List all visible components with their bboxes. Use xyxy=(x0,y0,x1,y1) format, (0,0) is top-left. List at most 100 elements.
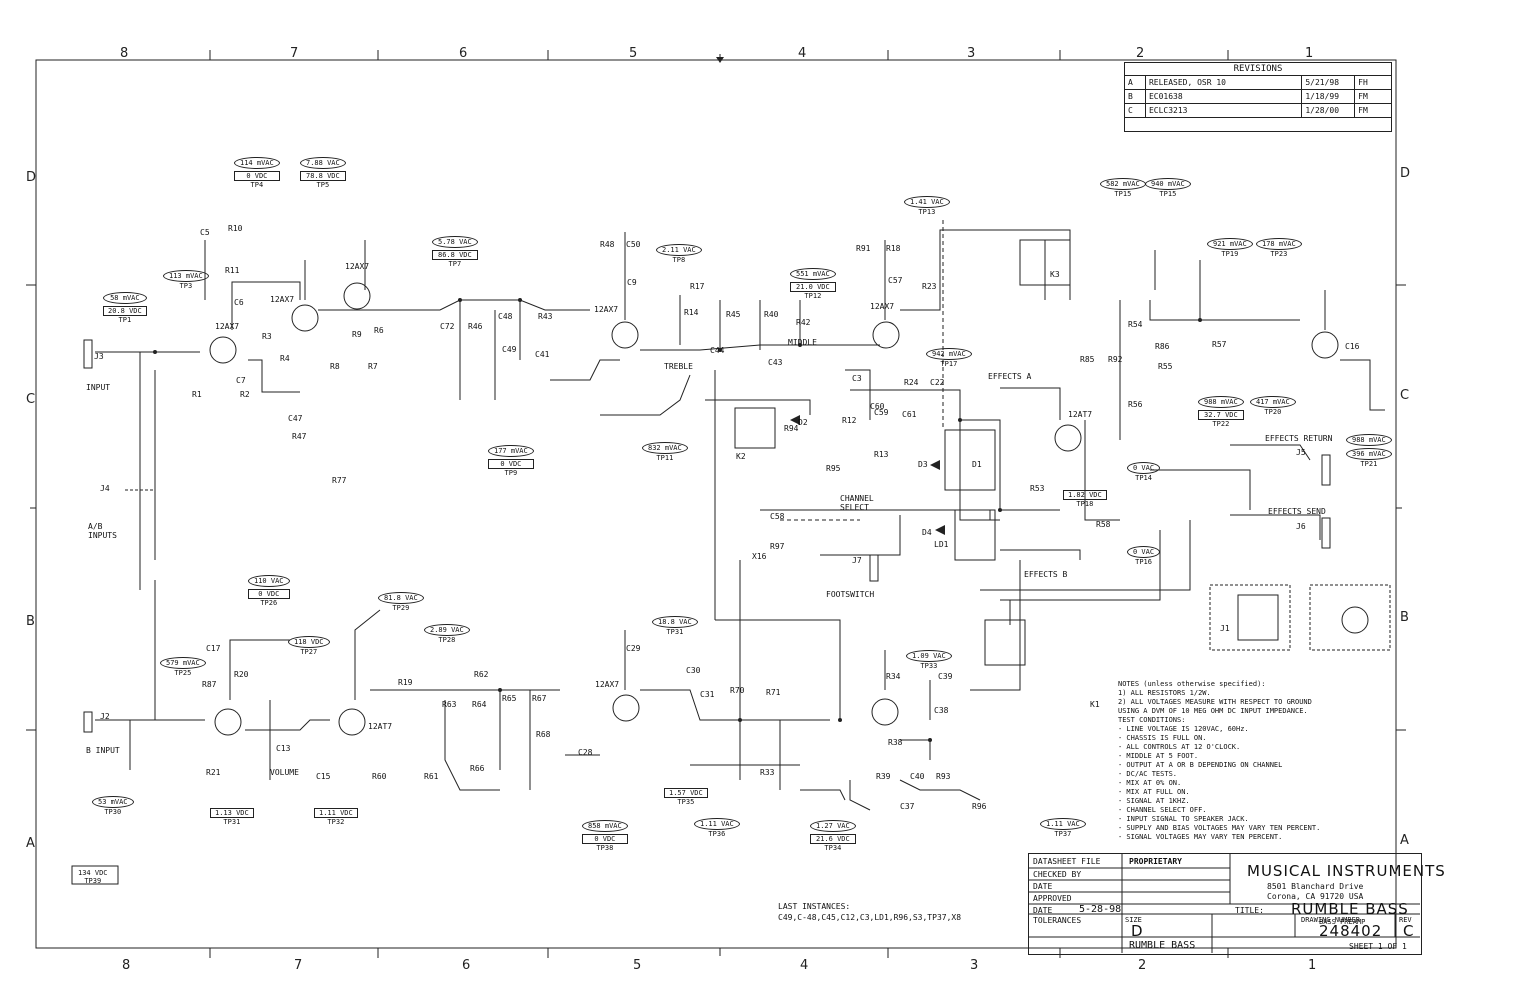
relay-k2 xyxy=(1019,239,1071,286)
component-label: J3 xyxy=(94,352,104,361)
zone-left-a: A xyxy=(26,836,35,851)
note-line: - CHASSIS IS FULL ON. xyxy=(1118,734,1207,742)
revision-desc: RELEASED, OSR 10 xyxy=(1146,76,1303,89)
revision-date: 1/28/00 xyxy=(1302,104,1356,117)
tp-ac: 118 VDC xyxy=(288,636,330,648)
tp-id: TP37 xyxy=(1054,830,1072,838)
tp-ac: 988 mVAC xyxy=(1346,434,1392,446)
zone-top-7: 7 xyxy=(290,46,299,61)
note-line: - ALL CONTROLS AT 12 O'CLOCK. xyxy=(1118,743,1241,751)
tube-v4 xyxy=(872,321,900,349)
tp-ac: 551 mVAC xyxy=(790,268,836,280)
component-label: C38 xyxy=(934,706,949,715)
zone-bottom-1: 1 xyxy=(1308,958,1317,973)
zone-left-d: D xyxy=(26,170,37,185)
tube-label: 12AT7 xyxy=(1068,410,1093,419)
tube-x xyxy=(1341,606,1369,634)
component-label: R53 xyxy=(1030,484,1045,493)
revisions-table: REVISIONS A RELEASED, OSR 10 5/21/98 FH … xyxy=(1124,62,1392,132)
component-label: R6 xyxy=(374,326,384,335)
treble-label: TREBLE xyxy=(664,362,693,371)
revision-date: 1/18/99 xyxy=(1302,90,1356,103)
component-label: R45 xyxy=(726,310,741,319)
note-line: - SUPPLY AND BIAS VOLTAGES MAY VARY TEN … xyxy=(1118,824,1321,832)
relay-k4 xyxy=(954,509,996,561)
component-label: R42 xyxy=(796,318,811,327)
tp-dc: 20.8 VDC xyxy=(103,306,147,316)
tp-ac: 81.8 VAC xyxy=(378,592,424,604)
note-line: - MIX AT FULL ON. xyxy=(1118,788,1190,796)
tp-dc: 0 VDC xyxy=(234,171,280,181)
component-label: J4 xyxy=(100,484,110,493)
tp-id: TP1 xyxy=(118,316,132,324)
component-label: R62 xyxy=(474,670,489,679)
component-label: C7 xyxy=(236,376,246,385)
tp-ac: 1.11 VAC xyxy=(1040,818,1086,830)
tp-id: TP18 xyxy=(1076,500,1094,508)
component-label: C9 xyxy=(627,278,637,287)
component-label: R61 xyxy=(424,772,439,781)
note-line: - SIGNAL AT 1KHZ. xyxy=(1118,797,1190,805)
tp-ac: 5.78 VAC xyxy=(432,236,478,248)
tp-dc: 86.8 VDC xyxy=(432,250,478,260)
zone-bottom-4: 4 xyxy=(800,958,809,973)
tube-v5 xyxy=(1054,424,1082,452)
component-label: C49 xyxy=(502,345,517,354)
tp-dc: 1.11 VDC xyxy=(314,808,358,818)
tp-ac: 2.89 VAC xyxy=(424,624,470,636)
component-label: C31 xyxy=(700,690,715,699)
zone-bottom-2: 2 xyxy=(1138,958,1147,973)
revision-desc: ECLC3213 xyxy=(1146,104,1303,117)
note-line: 2) ALL VOLTAGES MEASURE WITH RESPECT TO … xyxy=(1118,698,1312,706)
tp-ac: 1.41 VAC xyxy=(904,196,950,208)
zone-bottom-3: 3 xyxy=(970,958,979,973)
tp-dc: 21.0 VDC xyxy=(790,282,836,292)
tp-id: TP34 xyxy=(824,844,842,852)
tube-v8 xyxy=(612,694,640,722)
component-label: R33 xyxy=(760,768,775,777)
component-label: C61 xyxy=(902,410,917,419)
drawing-number-label: DRAWING NUMBER xyxy=(1301,916,1361,924)
tp-id: TP33 xyxy=(920,662,938,670)
component-label: R92 xyxy=(1108,355,1123,364)
input-label: INPUT xyxy=(86,383,111,392)
b-input-label: B INPUT xyxy=(86,746,120,755)
tp-ac: 858 mVAC xyxy=(582,820,628,832)
tp-ac: 0 VAC xyxy=(1127,546,1161,558)
note-line: - LINE VOLTAGE IS 120VAC, 60Hz. xyxy=(1118,725,1249,733)
component-label: R23 xyxy=(922,282,937,291)
tp-ac: 1.27 VAC xyxy=(810,820,856,832)
component-label: R8 xyxy=(330,362,340,371)
component-label: J5 xyxy=(1296,448,1306,457)
tp-ac: 921 mVAC xyxy=(1207,238,1253,250)
note-line: - SIGNAL VOLTAGES MAY VARY TEN PERCENT. xyxy=(1118,833,1283,841)
tube-v7a xyxy=(214,708,242,736)
tp-ac: 114 mVAC xyxy=(234,157,280,169)
size-label: SIZE xyxy=(1125,916,1142,924)
component-label: R24 xyxy=(904,378,919,387)
component-label: R64 xyxy=(472,700,487,709)
tp-dc: 0 VDC xyxy=(582,834,628,844)
tp-ac: 178 mVAC xyxy=(1256,238,1302,250)
tube-label: 12AX7 xyxy=(215,322,240,331)
component-label: C57 xyxy=(888,276,903,285)
tp-id: TP32 xyxy=(327,818,345,826)
last-instances-title: LAST INSTANCES: xyxy=(778,902,851,911)
tp-ac: 832 mVAC xyxy=(642,442,688,454)
tube-v2 xyxy=(343,282,371,310)
tp-id: TP35 xyxy=(677,798,695,806)
tp-id: TP4 xyxy=(250,181,264,189)
